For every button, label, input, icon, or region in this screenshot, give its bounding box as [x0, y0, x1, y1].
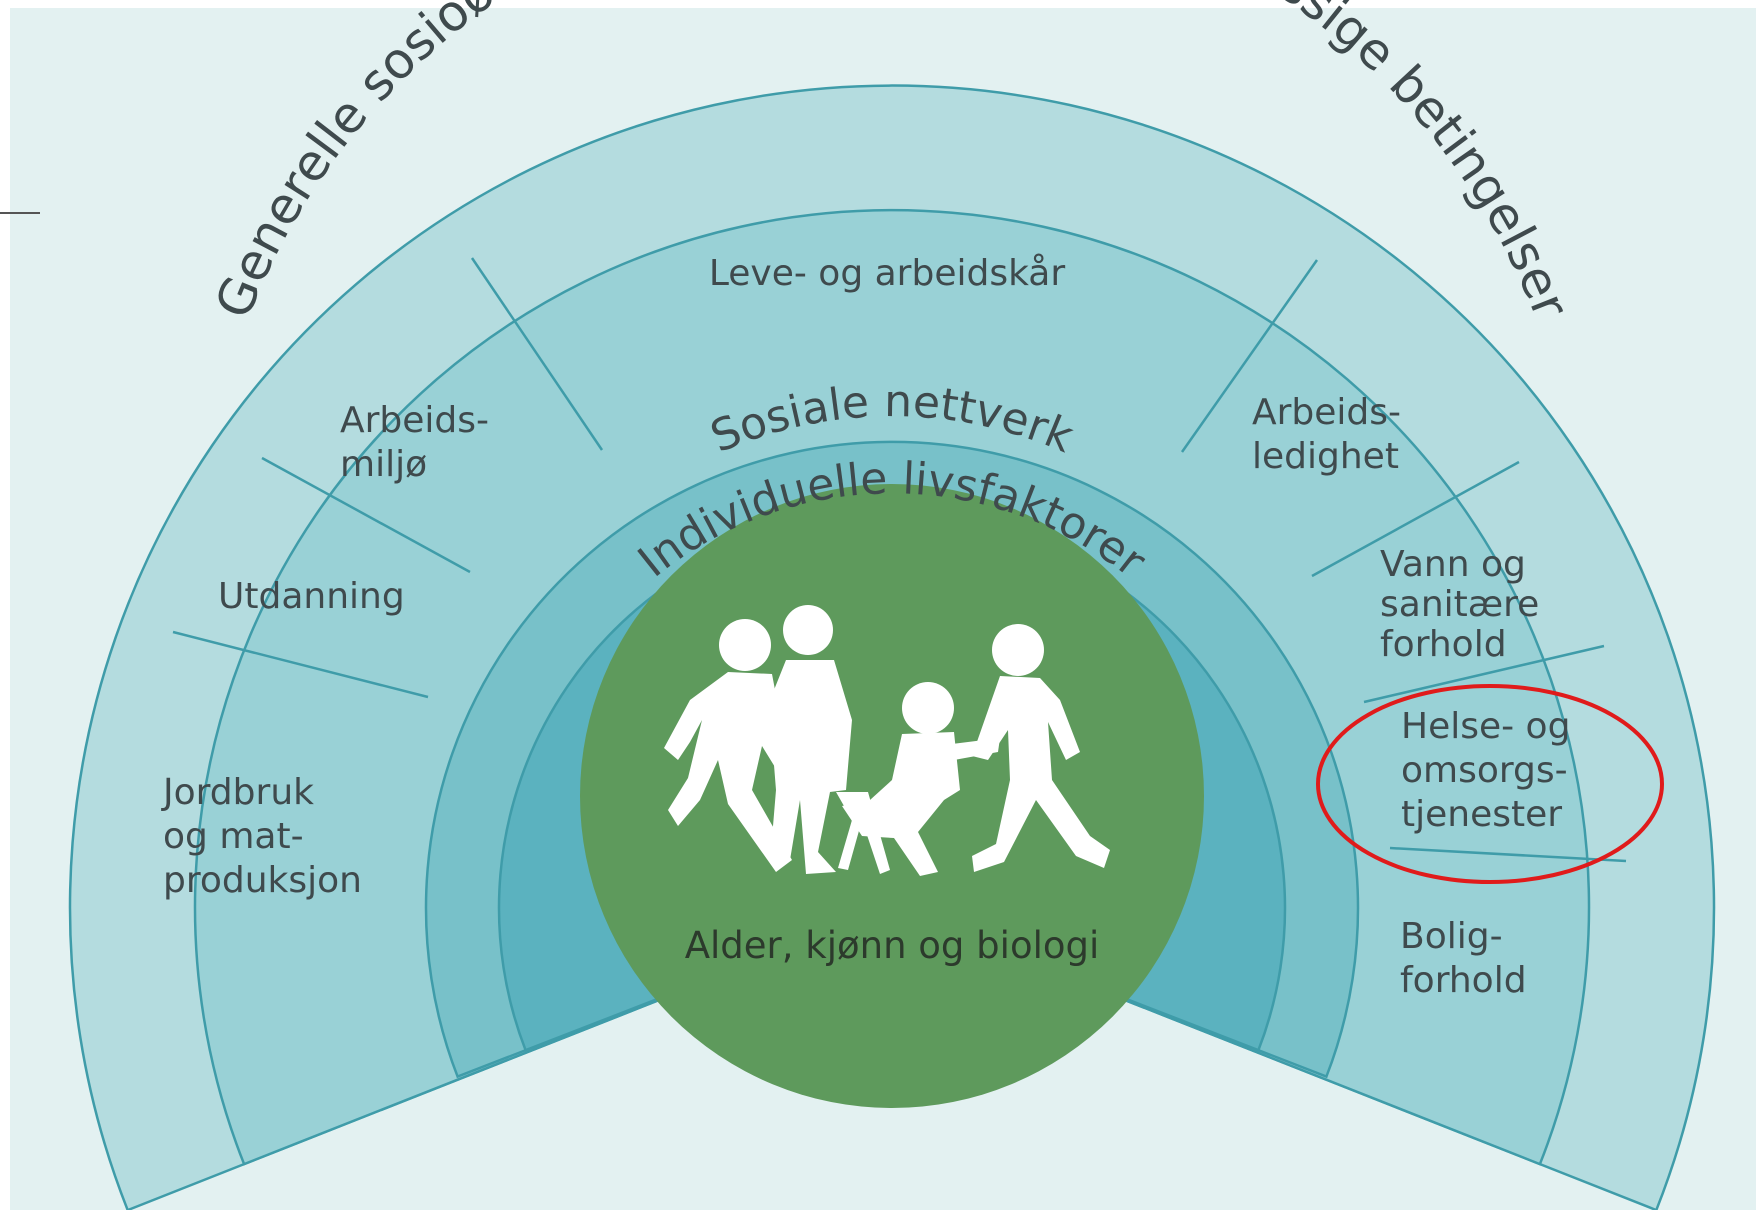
segment-bolig: Bolig- forhold	[1400, 916, 1527, 1001]
segment-arbeidsmiljo: Arbeids- miljø	[340, 400, 500, 485]
segment-vann: Vann og sanitære forhold	[1380, 544, 1551, 665]
segment-arbeidsledighet: Arbeids- ledighet	[1252, 392, 1412, 477]
highlight-ellipse	[1316, 684, 1664, 884]
living-conditions-title: Leve- og arbeidskår	[709, 253, 1066, 294]
segment-helse: Helse- og omsorgs- tjenester	[1401, 706, 1582, 835]
center-label: Alder, kjønn og biologi	[685, 924, 1100, 967]
segment-utdanning: Utdanning	[218, 576, 405, 617]
people-silhouette-icon	[664, 605, 1110, 876]
segment-dividers	[172, 257, 1627, 863]
segment-jordbruk: Jordbruk og mat- produksjon	[161, 772, 362, 901]
